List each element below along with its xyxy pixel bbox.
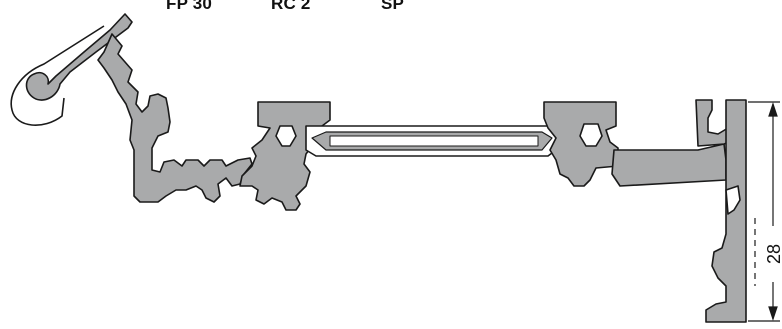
dimension-value: 28	[764, 244, 782, 264]
sp-bridge-slot	[329, 135, 539, 147]
dim-arrow-bottom	[768, 306, 778, 321]
sp-connector-slot	[579, 123, 603, 147]
label-sp: SP	[381, 0, 405, 13]
dimension-28	[748, 101, 780, 322]
rc2-slot	[275, 125, 297, 147]
dim-arrow-top	[768, 102, 778, 117]
label-fp30: FP 30	[166, 0, 213, 13]
label-rc2: RC 2	[271, 0, 311, 13]
hook-outer-curl	[10, 25, 105, 126]
fp30-profile	[97, 33, 253, 203]
right-arm	[611, 143, 727, 187]
end-plate-notch	[725, 185, 741, 215]
hook-profile	[25, 13, 133, 101]
end-plate	[705, 99, 747, 323]
sp-connector	[543, 101, 619, 187]
